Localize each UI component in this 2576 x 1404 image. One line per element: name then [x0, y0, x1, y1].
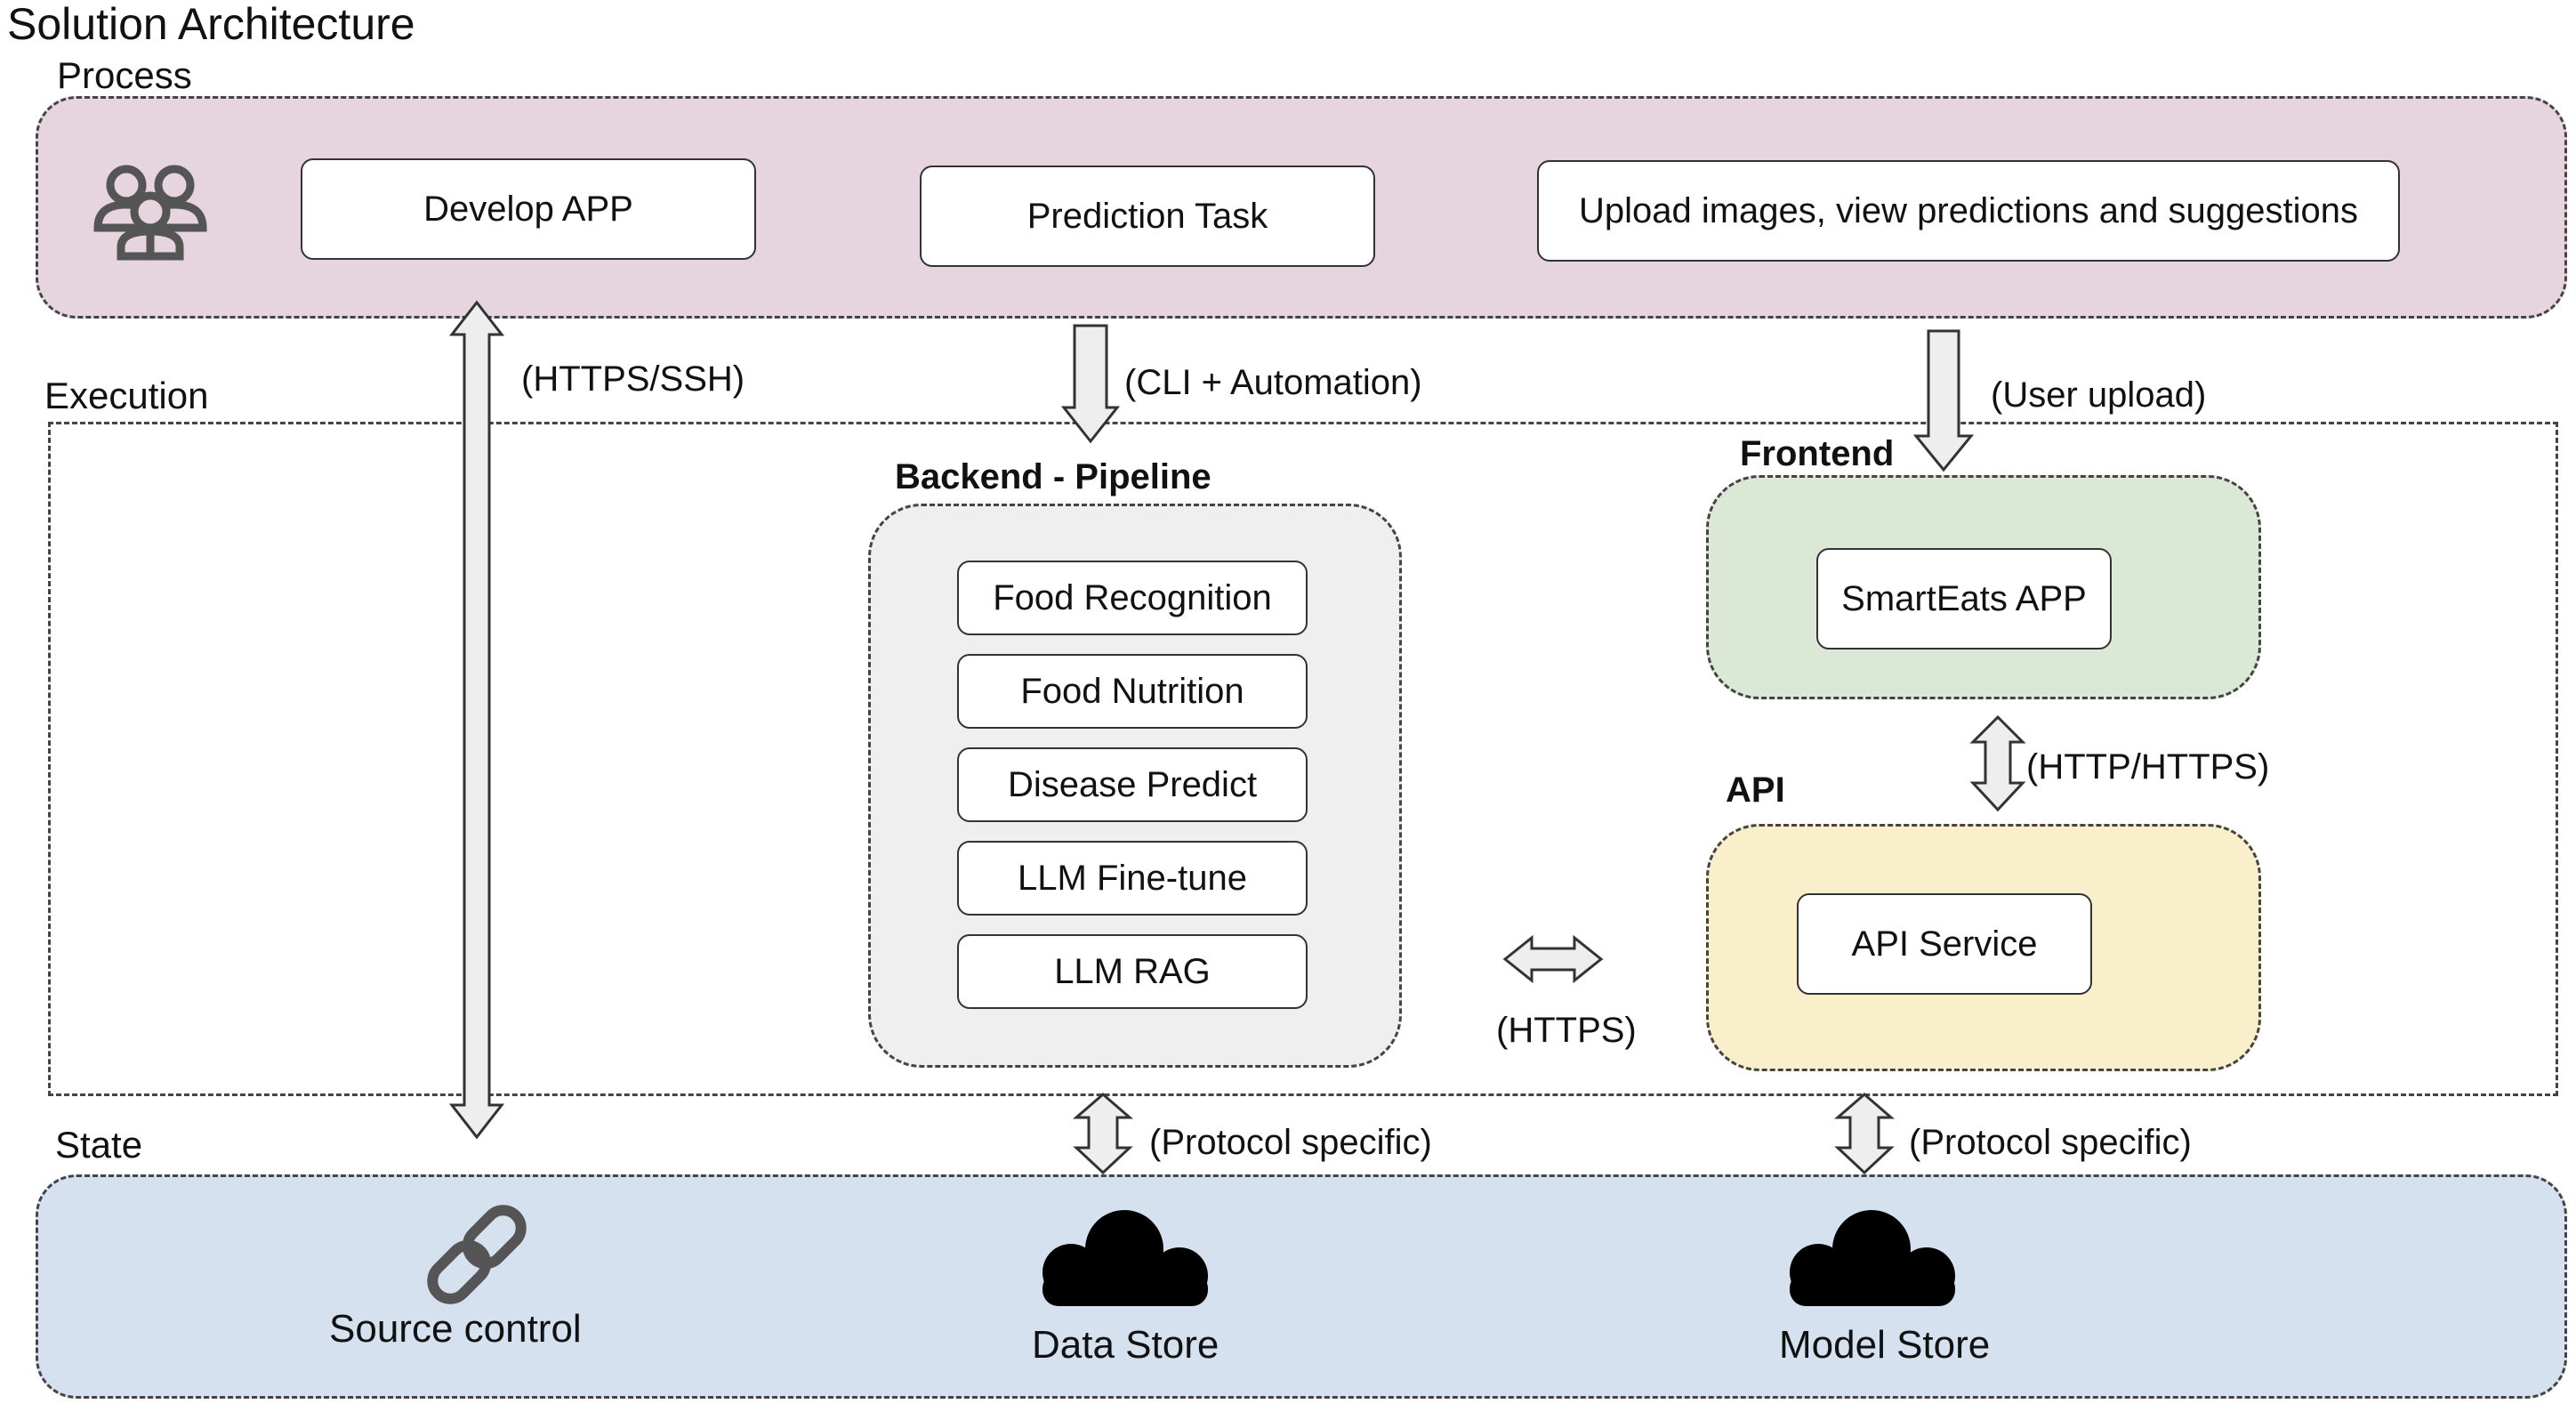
- upload-images-box: Upload images, view predictions and sugg…: [1537, 160, 2400, 262]
- llm-rag-box: LLM RAG: [957, 934, 1308, 1009]
- model-store-label: Model Store: [1779, 1323, 1991, 1367]
- execution-frame: [48, 422, 2558, 1096]
- develop-app-box: Develop APP: [301, 158, 756, 260]
- frontend-label: Frontend: [1740, 434, 1895, 473]
- state-band: [36, 1174, 2567, 1399]
- user-upload-label: (User upload): [1991, 375, 2207, 415]
- smarteats-app-box: SmartEats APP: [1816, 548, 2112, 650]
- protocol-data-arrow: [1072, 1093, 1134, 1175]
- api-label: API: [1726, 771, 1785, 810]
- food-recognition-box: Food Recognition: [957, 561, 1308, 635]
- backend-component-list: Food Recognition Food Nutrition Disease …: [957, 561, 1311, 1028]
- disease-predict-box: Disease Predict: [957, 747, 1308, 822]
- diagram-title: Solution Architecture: [7, 0, 415, 49]
- llm-fine-tune-box: LLM Fine-tune: [957, 841, 1308, 916]
- protocol-model-label: (Protocol specific): [1909, 1123, 2192, 1162]
- backend-pipeline-label: Backend - Pipeline: [895, 457, 1212, 496]
- data-store-label: Data Store: [1032, 1323, 1220, 1367]
- cli-automation-label: (CLI + Automation): [1124, 363, 1422, 402]
- execution-layer-label: Execution: [44, 375, 209, 416]
- http-https-label: (HTTP/HTTPS): [2026, 747, 2270, 787]
- prediction-task-box: Prediction Task: [920, 165, 1375, 267]
- food-nutrition-box: Food Nutrition: [957, 654, 1308, 729]
- https-horizontal-label: (HTTPS): [1496, 1011, 1637, 1050]
- state-layer-label: State: [55, 1124, 143, 1166]
- api-service-box: API Service: [1797, 893, 2092, 995]
- protocol-data-label: (Protocol specific): [1149, 1123, 1432, 1162]
- source-control-label: Source control: [329, 1307, 582, 1351]
- protocol-model-arrow: [1833, 1093, 1896, 1175]
- process-layer-label: Process: [57, 54, 192, 96]
- https-ssh-label: (HTTPS/SSH): [521, 359, 745, 399]
